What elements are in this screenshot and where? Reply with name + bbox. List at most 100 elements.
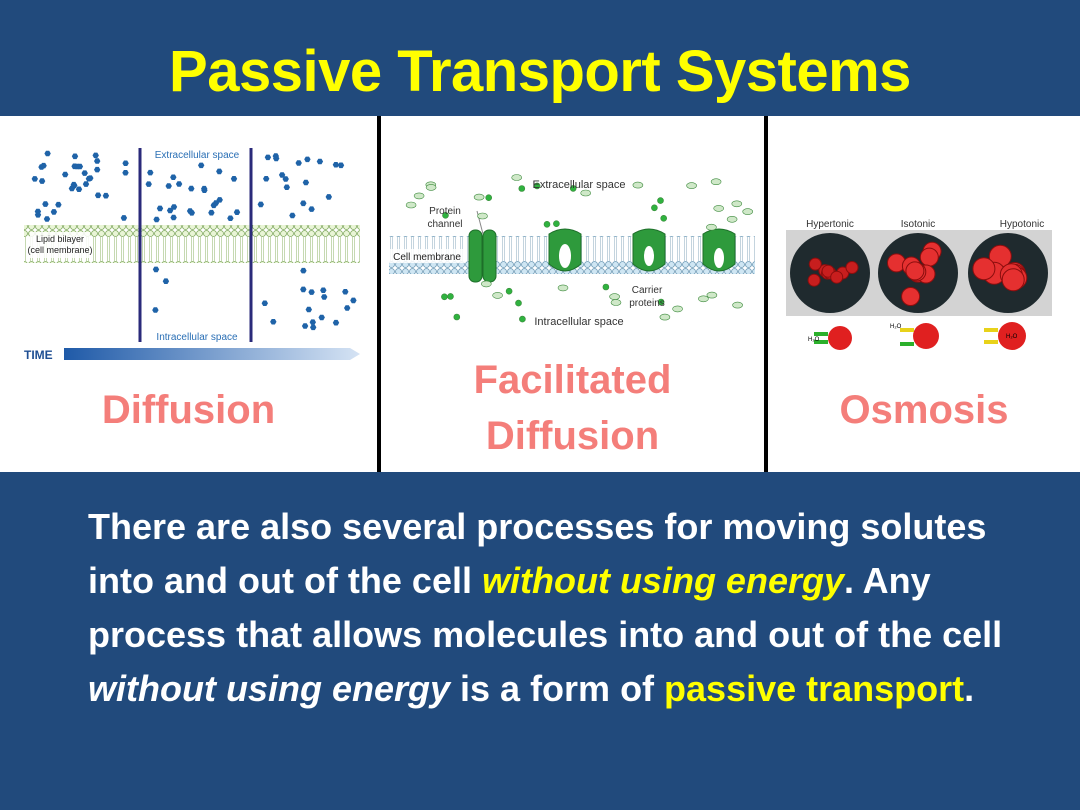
diffusion-diagram: Lipid bilayer (cell membrane) Extracellu…: [24, 148, 360, 362]
osmosis-diagram: Hypertonic Isotonic Hypotonic H₂O H₂O H₂…: [786, 219, 1052, 350]
molecule: [706, 291, 718, 299]
molecule: [264, 154, 272, 161]
molecule: [71, 153, 79, 160]
molecule: [282, 176, 289, 182]
molecule: [94, 192, 102, 199]
molecule: [602, 283, 610, 291]
hypertonic-label: Hypertonic: [806, 219, 854, 230]
molecule: [344, 305, 351, 311]
molecule: [34, 212, 42, 218]
molecule: [62, 171, 69, 178]
molecule: [120, 215, 128, 221]
body-text-4: .: [964, 668, 975, 709]
molecule: [40, 162, 47, 169]
molecule: [156, 205, 164, 212]
time-arrow: [64, 348, 360, 360]
time-label: TIME: [24, 348, 53, 362]
body-text-3: is a form of: [450, 668, 665, 709]
molecule: [441, 293, 448, 301]
molecule: [289, 212, 296, 219]
molecule: [321, 294, 328, 300]
molecule: [170, 204, 178, 210]
molecule: [257, 201, 264, 208]
molecule: [122, 170, 129, 176]
molecule: [188, 210, 195, 216]
molecule: [580, 189, 591, 197]
molecule: [413, 192, 425, 200]
transported-molecules: [405, 174, 754, 323]
carrier-pockets: [559, 244, 724, 268]
molecule: [519, 315, 526, 323]
diffusion-label: Diffusion: [101, 388, 276, 432]
protein-channel-label-line2: channel: [427, 219, 462, 230]
molecule: [263, 176, 270, 182]
molecule: [305, 306, 312, 313]
molecule: [208, 209, 215, 216]
molecule: [309, 319, 316, 325]
molecule: [170, 214, 177, 221]
body-highlight-1: without using energy: [481, 560, 844, 601]
molecule: [55, 201, 62, 208]
red-blood-cell: [972, 257, 996, 281]
molecule: [201, 187, 208, 193]
molecule: [301, 323, 309, 329]
facilitated-diffusion-panel: Extracellular space Intracellular space …: [381, 116, 764, 472]
molecule: [350, 297, 357, 304]
molecule: [145, 181, 152, 187]
red-blood-cell: [901, 287, 921, 306]
molecule: [543, 221, 551, 228]
molecule: [175, 181, 183, 187]
molecule: [609, 293, 620, 300]
molecule: [87, 175, 94, 181]
molecule: [152, 266, 160, 273]
facilitated-diffusion-label-line1: Facilitated: [473, 358, 672, 402]
molecule: [660, 215, 668, 222]
molecule: [122, 160, 129, 166]
molecule: [610, 299, 622, 306]
intracellular-label: Intracellular space: [534, 316, 623, 328]
molecule: [216, 197, 223, 203]
molecule: [453, 313, 461, 321]
molecule: [511, 174, 522, 181]
red-blood-cell: [1001, 268, 1025, 292]
red-blood-cells: [807, 241, 1028, 306]
molecule: [152, 307, 159, 313]
molecule: [332, 162, 340, 168]
molecule: [166, 207, 174, 214]
diffusion-panel: Lipid bilayer (cell membrane) Extracellu…: [0, 116, 377, 472]
molecule: [304, 156, 311, 163]
molecule: [447, 293, 454, 300]
extracellular-label: Extracellular space: [155, 150, 240, 161]
molecule: [332, 319, 340, 326]
molecule: [44, 150, 51, 157]
panel-divider-1: [377, 116, 381, 472]
molecule: [295, 160, 302, 166]
molecule: [698, 295, 709, 303]
molecule: [308, 289, 315, 295]
molecule: [94, 158, 101, 164]
molecule: [300, 286, 307, 293]
molecule: [42, 201, 49, 207]
water-label-3: H₂O: [1006, 334, 1018, 340]
body-highlight-2: passive transport: [664, 668, 965, 709]
molecule: [227, 215, 234, 221]
isotonic-label: Isotonic: [901, 219, 935, 230]
molecule: [170, 174, 177, 180]
molecule: [316, 158, 324, 165]
molecule: [485, 194, 492, 201]
protein-channel-label-line1: Protein: [429, 206, 461, 217]
molecule: [188, 185, 195, 192]
molecule: [732, 301, 743, 309]
molecule: [651, 204, 658, 212]
molecule: [672, 305, 683, 313]
body-text-2: . Any process that allows molecules into…: [88, 560, 1003, 655]
molecule: [533, 182, 541, 190]
molecule: [92, 152, 99, 159]
intracellular-label: Intracellular space: [156, 332, 238, 343]
red-blood-cell: [845, 261, 859, 274]
molecule: [713, 205, 725, 212]
molecule: [325, 194, 332, 200]
body-paragraph: There are also several processes for mov…: [88, 500, 1018, 716]
molecule: [153, 216, 160, 223]
molecule: [477, 212, 488, 220]
